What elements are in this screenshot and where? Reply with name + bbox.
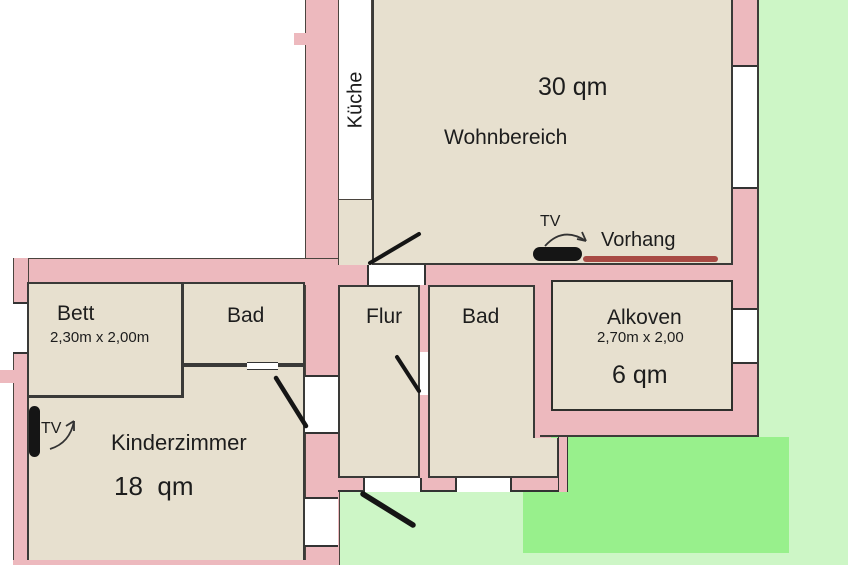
floor-below-kueche — [338, 200, 372, 265]
bett-partition-vertical — [181, 282, 184, 398]
alkoven-area: 6 qm — [612, 361, 668, 389]
wall-step — [558, 437, 568, 492]
bad-links-bottom-wall — [184, 363, 305, 367]
kueche-label: Küche — [344, 71, 366, 128]
wall-stub-left — [0, 370, 14, 383]
room-wohnbereich — [372, 0, 733, 265]
door-opening-flur-garden — [363, 478, 422, 492]
bett-partition-horizontal — [27, 395, 183, 398]
wohnbereich-label: Wohnbereich — [444, 126, 568, 149]
window-wohnbereich — [733, 65, 757, 189]
room-bad-mitte — [428, 285, 533, 478]
kueche-counter: Küche — [338, 0, 372, 200]
bett-label: Bett — [57, 302, 95, 325]
door-opening-flur-bad — [420, 352, 428, 395]
window-bett — [13, 302, 27, 354]
vorhang-line — [583, 256, 718, 262]
door-opening-bad-links — [247, 362, 278, 370]
tv-wohnbereich-bar — [533, 247, 582, 261]
room-bad-mitte-extension — [533, 438, 559, 478]
alkoven-label: Alkoven — [607, 306, 682, 329]
tv-kinderzimmer-label: TV — [41, 420, 62, 437]
wohnbereich-area: 30 qm — [538, 73, 608, 101]
door-opening-kinderzimmer — [305, 375, 338, 434]
vorhang-label: Vorhang — [601, 229, 676, 251]
flur-label: Flur — [366, 305, 403, 328]
wall-alkoven-bottom — [540, 410, 757, 437]
tv-wohnbereich-label: TV — [540, 213, 561, 230]
room-alkoven — [551, 280, 733, 411]
bad-mitte-label: Bad — [462, 305, 500, 328]
tv-kinderzimmer-bar — [29, 406, 40, 457]
wall-stub-top — [294, 33, 306, 45]
kinderzimmer-label: Kinderzimmer — [111, 430, 247, 455]
wall-upper-left-column — [305, 0, 339, 285]
wall-bottom-sliver — [13, 560, 338, 565]
door-opening-bad-garden — [455, 478, 512, 492]
bad-links-label: Bad — [227, 304, 265, 327]
alkoven-dimensions: 2,70m x 2,00 — [597, 329, 684, 346]
kinderzimmer-area: 18 qm — [114, 471, 194, 501]
window-kinderzimmer — [305, 497, 338, 547]
wall-bad-alkoven — [533, 285, 551, 438]
bett-dimensions: 2,30m x 2,00m — [50, 329, 150, 346]
window-alkoven — [733, 308, 757, 364]
